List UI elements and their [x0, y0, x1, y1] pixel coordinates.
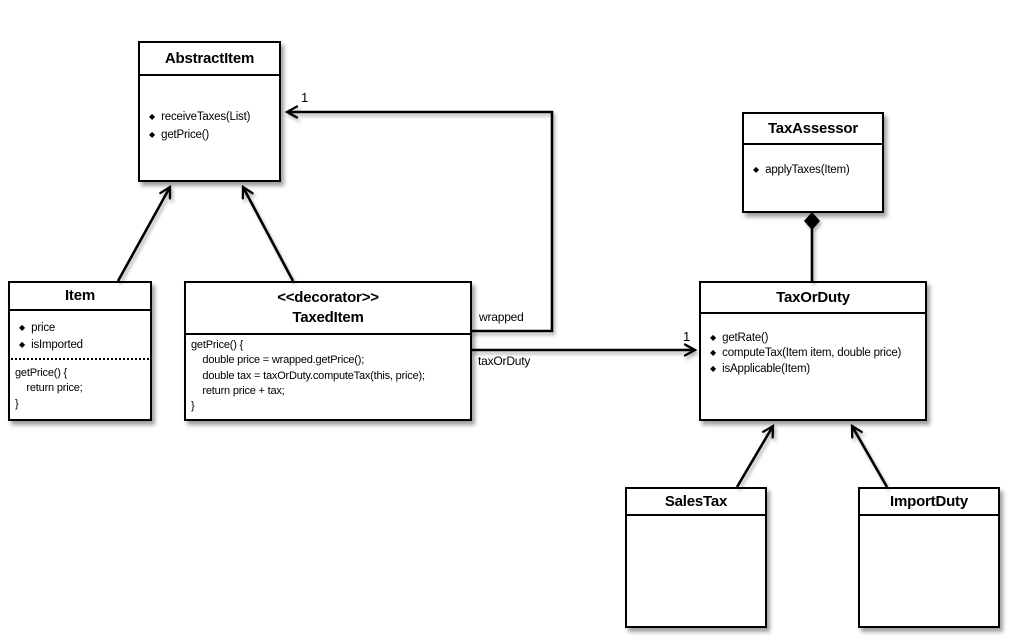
- class-name: TaxOrDuty: [776, 288, 850, 306]
- method-row: ◆ computeTax(Item item, double price): [701, 346, 925, 362]
- class-title-taxeditem: <<decorator>> TaxedItem: [186, 283, 470, 335]
- class-body-taxeditem: getPrice() { double price = wrapped.getP…: [186, 335, 470, 414]
- class-body-taxorduty: ◆ getRate() ◆ computeTax(Item item, doub…: [701, 314, 925, 377]
- method-label: getPrice(): [161, 129, 210, 141]
- class-box-importduty: ImportDuty: [858, 487, 1000, 628]
- method-label: applyTaxes(Item): [765, 164, 850, 176]
- class-title-taxassessor: TaxAssessor: [744, 114, 882, 145]
- diamond-bullet-icon: ◆: [19, 339, 26, 349]
- method-row: ◆ isApplicable(Item): [701, 361, 925, 377]
- generalization-salestax-to-taxorduty: [735, 423, 775, 488]
- method-label: isApplicable(Item): [722, 362, 810, 375]
- method-label: getRate(): [722, 331, 769, 344]
- class-box-salestax: SalesTax: [625, 487, 767, 628]
- attribute-row: ◆ price: [10, 319, 150, 336]
- generalization-item-to-abstractitem: [116, 184, 172, 282]
- code-block-item: getPrice() { return price; }: [15, 367, 83, 410]
- diamond-bullet-icon: ◆: [753, 165, 760, 174]
- method-label: computeTax(Item item, double price): [722, 347, 902, 360]
- attribute-label: price: [31, 321, 56, 334]
- generalization-importduty-to-taxorduty: [850, 423, 889, 488]
- multiplicity-taxorduty: 1: [683, 329, 691, 344]
- class-name: TaxAssessor: [767, 119, 859, 137]
- class-name: SalesTax: [664, 492, 728, 510]
- attribute-row: ◆ isImported: [10, 336, 150, 353]
- code-block-taxeditem: getPrice() { double price = wrapped.getP…: [191, 339, 425, 413]
- class-box-item: Item ◆ price ◆ isImported getPrice() { r…: [8, 281, 152, 421]
- class-box-taxorduty: TaxOrDuty ◆ getRate() ◆ computeTax(Item …: [699, 281, 927, 421]
- diamond-bullet-icon: ◆: [710, 332, 717, 342]
- class-title-item: Item: [10, 283, 150, 311]
- method-label: receiveTaxes(List): [161, 111, 251, 123]
- class-title-taxorduty: TaxOrDuty: [701, 283, 925, 314]
- method-row: ◆ applyTaxes(Item): [744, 161, 882, 179]
- method-row: ◆ getRate(): [701, 330, 925, 346]
- class-name: TaxedItem: [292, 309, 364, 326]
- class-title-salestax: SalesTax: [627, 489, 765, 516]
- class-body-item: ◆ price ◆ isImported getPrice() { return…: [10, 311, 150, 412]
- composition-diamond-icon: [804, 212, 820, 230]
- class-name: AbstractItem: [164, 49, 255, 67]
- diamond-bullet-icon: ◆: [149, 112, 156, 121]
- diamond-bullet-icon: ◆: [710, 348, 717, 358]
- attribute-label: isImported: [31, 338, 83, 351]
- dotted-divider: [11, 358, 149, 360]
- class-stereotype: <<decorator>>: [277, 289, 379, 306]
- multiplicity-wrapped: 1: [301, 90, 309, 105]
- class-body-taxassessor: ◆ applyTaxes(Item): [744, 145, 882, 179]
- class-body-abstractitem: ◆ receiveTaxes(List) ◆ getPrice(): [140, 76, 279, 144]
- diamond-bullet-icon: ◆: [19, 322, 26, 332]
- class-box-taxassessor: TaxAssessor ◆ applyTaxes(Item): [742, 112, 884, 213]
- class-box-taxeditem: <<decorator>> TaxedItem getPrice() { dou…: [184, 281, 472, 421]
- class-name: Item: [64, 287, 96, 304]
- class-title-abstractitem: AbstractItem: [140, 43, 279, 76]
- class-title-importduty: ImportDuty: [860, 489, 998, 516]
- association-label-taxorduty: taxOrDuty: [478, 354, 531, 368]
- method-row: ◆ getPrice(): [140, 126, 279, 144]
- method-row: ◆ receiveTaxes(List): [140, 108, 279, 126]
- diamond-bullet-icon: ◆: [149, 130, 156, 139]
- generalization-taxeditem-to-abstractitem: [241, 184, 295, 282]
- diamond-bullet-icon: ◆: [710, 363, 717, 373]
- association-label-wrapped: wrapped: [479, 310, 524, 324]
- class-box-abstractitem: AbstractItem ◆ receiveTaxes(List) ◆ getP…: [138, 41, 281, 182]
- class-name: ImportDuty: [890, 492, 968, 510]
